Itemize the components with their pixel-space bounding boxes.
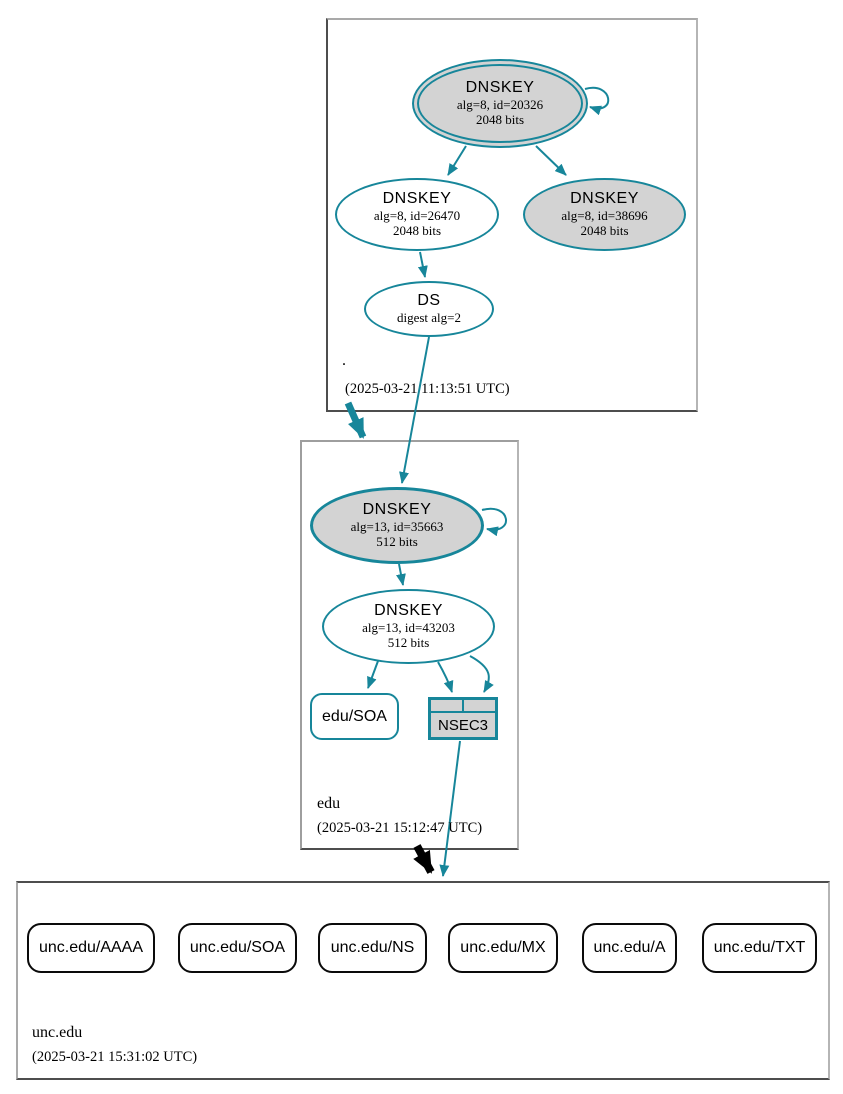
node-unc-edu-ns[interactable]: unc.edu/NS <box>318 923 427 973</box>
zone-box-root <box>326 18 698 412</box>
rrset-label: unc.edu/A <box>593 939 666 956</box>
rrset-label: edu/SOA <box>322 707 387 725</box>
node-root-dnskey-38696[interactable]: DNSKEY alg=8, id=38696 2048 bits <box>523 178 686 251</box>
zone-label-edu: edu <box>317 795 341 812</box>
node-edu-soa[interactable]: edu/SOA <box>310 693 399 740</box>
node-root-ds[interactable]: DS digest alg=2 <box>364 281 494 337</box>
node-root-zsk-dnskey[interactable]: DNSKEY alg=8, id=26470 2048 bits <box>335 178 499 251</box>
node-bits: 512 bits <box>387 635 430 651</box>
rrset-label: unc.edu/SOA <box>189 939 286 956</box>
nsec3-cell <box>431 700 464 711</box>
node-alg-id: alg=8, id=38696 <box>561 208 648 224</box>
node-bits: 2048 bits <box>475 112 525 128</box>
zone-timestamp-edu: (2025-03-21 15:12:47 UTC) <box>317 820 483 836</box>
node-edu-nsec3[interactable]: NSEC3 <box>428 697 498 740</box>
nsec3-label: NSEC3 <box>437 716 489 734</box>
node-title: DNSKEY <box>362 501 432 519</box>
node-edu-zsk-dnskey[interactable]: DNSKEY alg=13, id=43203 512 bits <box>322 589 495 664</box>
node-title: DNSKEY <box>374 602 443 620</box>
node-unc-edu-soa[interactable]: unc.edu/SOA <box>178 923 297 973</box>
node-title: DNSKEY <box>465 79 535 97</box>
rrset-label: unc.edu/MX <box>460 939 546 956</box>
node-alg-id: alg=13, id=43203 <box>362 620 455 636</box>
zone-label-unc-edu: unc.edu <box>32 1024 83 1041</box>
node-title: DNSKEY <box>570 190 639 208</box>
zone-label-root: . <box>342 352 346 369</box>
node-alg-id: alg=8, id=20326 <box>456 97 544 113</box>
node-unc-edu-aaaa[interactable]: unc.edu/AAAA <box>27 923 155 973</box>
node-title: DS <box>417 292 441 310</box>
node-unc-edu-a[interactable]: unc.edu/A <box>582 923 677 973</box>
node-alg-id: alg=13, id=35663 <box>350 519 444 535</box>
node-digest: digest alg=2 <box>396 310 462 326</box>
node-bits: 2048 bits <box>580 223 629 239</box>
node-title: DNSKEY <box>382 190 452 208</box>
zone-box-unc-edu <box>16 881 830 1080</box>
node-alg-id: alg=8, id=26470 <box>373 208 461 224</box>
rrset-label: unc.edu/AAAA <box>38 939 144 956</box>
node-bits: 2048 bits <box>392 223 442 239</box>
node-root-ksk-dnskey[interactable]: DNSKEY alg=8, id=20326 2048 bits <box>412 59 588 148</box>
rrset-label: unc.edu/NS <box>330 939 415 956</box>
zone-timestamp-root: (2025-03-21 11:13:51 UTC) <box>345 381 510 397</box>
node-unc-edu-mx[interactable]: unc.edu/MX <box>448 923 558 973</box>
node-edu-ksk-dnskey[interactable]: DNSKEY alg=13, id=35663 512 bits <box>310 487 484 564</box>
node-unc-edu-txt[interactable]: unc.edu/TXT <box>702 923 817 973</box>
nsec3-cell <box>464 700 495 711</box>
rrset-label: unc.edu/TXT <box>713 939 806 956</box>
zone-timestamp-unc-edu: (2025-03-21 15:31:02 UTC) <box>32 1049 198 1065</box>
nsec3-header-cells <box>431 700 495 713</box>
node-bits: 512 bits <box>376 534 418 550</box>
